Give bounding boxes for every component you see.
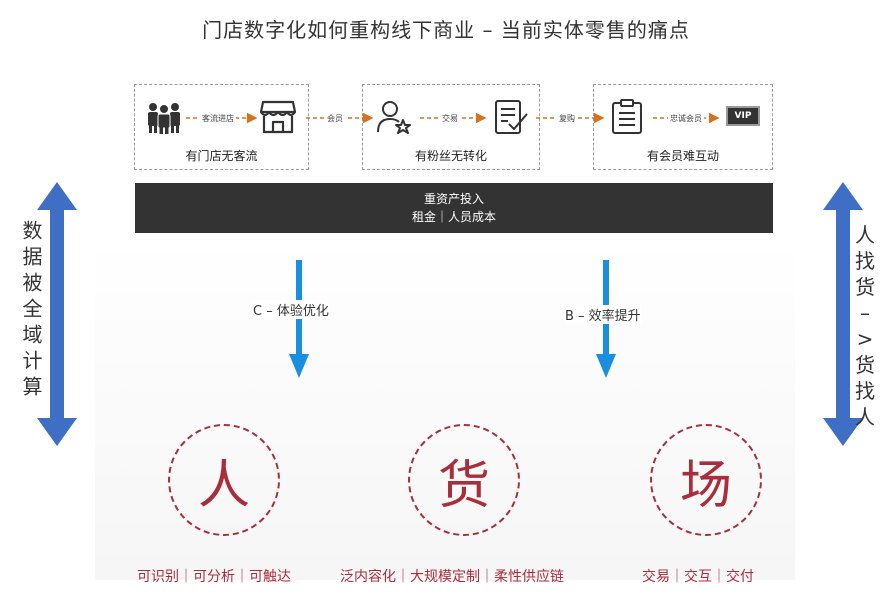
side-right-char: > — [856, 327, 874, 351]
store-icon — [259, 100, 297, 134]
side-right-char: 人 — [855, 405, 875, 429]
circle-venue-char: 场 — [679, 455, 732, 516]
left-double-arrow — [37, 182, 77, 446]
side-right-char: – — [860, 301, 870, 325]
down-arrow-experience — [289, 260, 309, 378]
experience-optimization-label: C – 体验优化 — [253, 300, 329, 319]
flow-box-members-label: 有会员难互动 — [646, 149, 719, 163]
vip-badge-icon: VIP — [726, 106, 760, 126]
page-title: 门店数字化如何重构线下商业 – 当前实体零售的痛点 — [202, 18, 690, 42]
flow-label-customer-entry: 客流进店 — [200, 113, 236, 124]
caption-people: 可识别｜可分析｜可触达 — [137, 569, 291, 585]
flow-label-loyal-member: 忠诚会员 — [668, 113, 704, 124]
transaction-document-icon — [495, 100, 528, 134]
heavy-asset-costs: 租金｜人员成本 — [411, 210, 496, 224]
circle-people-char: 人 — [197, 455, 250, 516]
side-right-char: 人 — [855, 223, 875, 247]
flow-box-store-label: 有门店无客流 — [185, 149, 258, 163]
flow-label-repurchase: 复购 — [557, 113, 577, 124]
crowd-icon — [148, 103, 180, 134]
caption-venue: 交易｜交互｜交付 — [642, 569, 754, 585]
heavy-asset-bar: 重资产投入 租金｜人员成本 — [135, 183, 773, 233]
circle-venue: 场 — [650, 424, 762, 536]
flow-box-store: 有门店无客流 — [134, 84, 309, 170]
circle-people: 人 — [168, 424, 280, 536]
flow-box-fans-label: 有粉丝无转化 — [414, 149, 487, 163]
checklist-icon — [612, 99, 642, 134]
flow-box-members: 有会员难互动 — [593, 84, 773, 170]
circle-goods: 货 — [408, 424, 520, 536]
side-right-char: 货 — [855, 353, 875, 377]
efficiency-improvement-label: B – 效率提升 — [565, 305, 641, 324]
circle-goods-char: 货 — [437, 455, 490, 516]
member-star-icon — [377, 101, 411, 134]
side-right-char: 找 — [855, 379, 875, 403]
side-right-char: 货 — [855, 275, 875, 299]
side-text-left: 数据被全域计算 — [19, 220, 43, 402]
vip-text: VIP — [734, 111, 752, 121]
side-text-right: 人 找 货 – > 货 找 人 — [852, 222, 878, 430]
flow-arrows — [186, 112, 720, 124]
flow-box-fans: 有粉丝无转化 — [362, 84, 540, 170]
flow-label-transaction: 交易 — [440, 113, 460, 124]
side-right-char: 找 — [855, 249, 875, 273]
caption-goods: 泛内容化｜大规模定制｜柔性供应链 — [340, 569, 564, 585]
right-double-arrow — [823, 182, 863, 446]
heavy-asset-title: 重资产投入 — [423, 192, 484, 206]
flow-label-member: 会员 — [325, 113, 345, 124]
